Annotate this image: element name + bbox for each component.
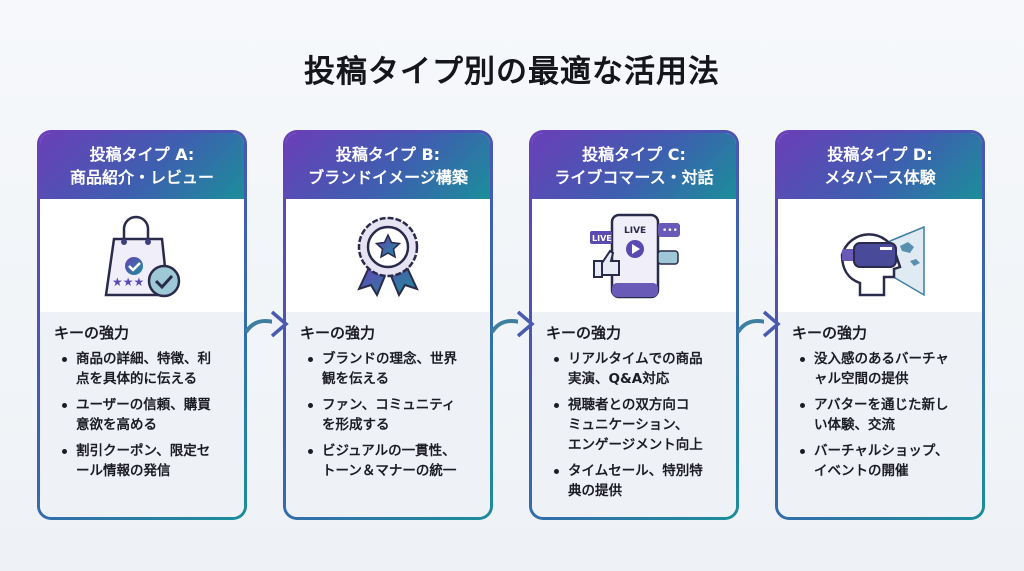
svg-text:•••: ••• — [662, 226, 678, 236]
card-type-label: 投稿タイプ D: — [827, 145, 933, 164]
card-type-b: 投稿タイプ B: ブランドイメージ構築 キーの強力 ブランドの理念、世界 観を伝え… — [283, 130, 493, 520]
card-type-name: ライブコマース・対話 — [554, 168, 714, 187]
bullet-item: 視聴者との双方向コ ミュニケーション、 エンゲージメント向上 — [546, 395, 728, 455]
key-strengths-title: キーの強力 — [54, 324, 130, 342]
vr-headset-icon — [840, 225, 925, 296]
arrow-right-icon — [736, 310, 781, 338]
svg-text:★★★: ★★★ — [112, 275, 144, 289]
card-type-label: 投稿タイプ C: — [582, 145, 686, 164]
bullet-item: 商品の詳細、特徴、利 点を具体的に伝える — [54, 349, 236, 389]
card-type-c: 投稿タイプ C: ライブコマース・対話 LIVE LIVE ••• キーの強力 リ… — [529, 130, 739, 520]
bullet-item: 没入感のあるバーチャ ャル空間の提供 — [792, 349, 974, 389]
card-header: 投稿タイプ A: 商品紹介・レビュー — [40, 133, 244, 199]
bullet-item: アバターを通じた新し い体験、交流 — [792, 395, 974, 435]
card-type-a: 投稿タイプ A: 商品紹介・レビュー ★★★ キーの強力 商品の詳細、特徴、利 点… — [37, 130, 247, 520]
card-type-label: 投稿タイプ A: — [89, 145, 195, 164]
award-badge-icon — [357, 216, 419, 297]
card-type-d: 投稿タイプ D: メタバース体験 キーの強力 没入感のあるバーチャ ャル空間の提供… — [775, 130, 985, 520]
card-type-label: 投稿タイプ B: — [335, 145, 441, 164]
key-strengths-title: キーの強力 — [792, 324, 868, 342]
live-label: LIVE — [624, 226, 646, 236]
arrow-right-icon — [244, 310, 289, 338]
bullet-item: バーチャルショップ、 イベントの開催 — [792, 441, 974, 481]
bullet-item: ユーザーの信頼、購買 意欲を高める — [54, 395, 236, 435]
bullet-item: ビジュアルの一貫性、 トーン＆マナーの統一 — [300, 441, 482, 481]
card-header: 投稿タイプ B: ブランドイメージ構築 — [286, 133, 490, 199]
page-title: 投稿タイプ別の最適な活用法 — [304, 54, 720, 90]
shopping-bag-check-icon: ★★★ — [104, 215, 181, 297]
bullet-item: ファン、コミュニティ を形成する — [300, 395, 482, 435]
live-phone-icon: LIVE LIVE ••• — [590, 213, 680, 298]
arrow-right-icon — [490, 310, 535, 338]
card-type-name: ブランドイメージ構築 — [308, 168, 468, 187]
bullet-item: 割引クーポン、限定セ ール情報の発信 — [54, 441, 236, 481]
key-strengths-title: キーの強力 — [300, 324, 376, 342]
card-type-name: 商品紹介・レビュー — [69, 168, 214, 187]
bullet-item: ブランドの理念、世界 観を伝える — [300, 349, 482, 389]
card-type-name: メタバース体験 — [824, 168, 936, 187]
card-header: 投稿タイプ D: メタバース体験 — [778, 133, 982, 199]
live-label: LIVE — [592, 234, 612, 243]
bullet-item: リアルタイムでの商品 実演、Q&A対応 — [546, 349, 728, 389]
card-header: 投稿タイプ C: ライブコマース・対話 — [532, 133, 736, 199]
key-strengths-title: キーの強力 — [546, 324, 622, 342]
bullet-item: タイムセール、特別特 典の提供 — [546, 461, 728, 501]
